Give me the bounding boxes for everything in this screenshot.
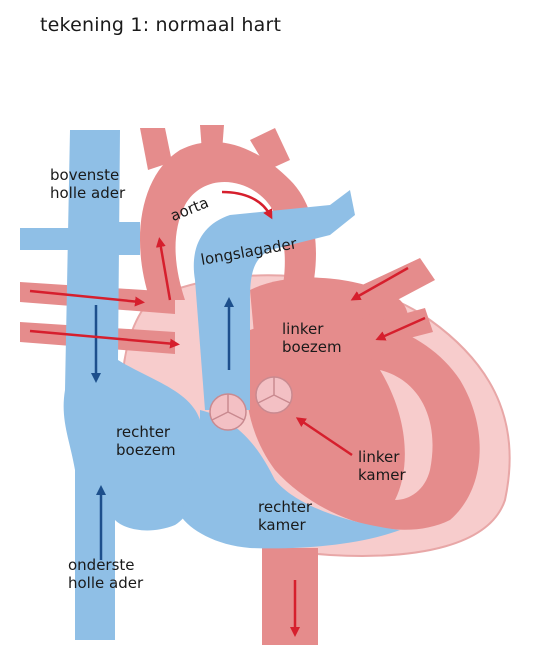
valve-icon xyxy=(255,376,293,414)
label-onderste-holle-ader: onderste holle ader xyxy=(68,556,144,592)
subclavian-vein xyxy=(20,228,75,250)
svc-right-branch xyxy=(118,222,140,255)
valve-icon xyxy=(209,393,247,431)
left-ventricle-wall xyxy=(380,370,433,500)
flow-arrow-icon xyxy=(221,190,273,220)
flow-arrow-icon xyxy=(29,329,180,349)
aorta-branch-1 xyxy=(140,128,172,170)
descending-aorta xyxy=(262,548,318,645)
right-ventricle xyxy=(180,410,400,549)
aorta-branch-3 xyxy=(250,128,290,170)
flow-arrow-icon xyxy=(29,289,145,307)
label-rechter-kamer: rechter kamer xyxy=(258,498,317,534)
diagram-title: tekening 1: normaal hart xyxy=(40,14,282,36)
aorta-branch-2 xyxy=(200,125,224,152)
label-bovenste-holle-ader: bovenste holle ader xyxy=(50,166,126,202)
label-linker-kamer: linker kamer xyxy=(358,448,406,484)
pulmonary-vein-upper-right xyxy=(330,258,435,325)
flow-arrow-icon xyxy=(295,417,353,457)
flow-arrow-icon xyxy=(375,316,426,341)
pulmonary-vein-lower-right xyxy=(345,308,433,352)
label-rechter-boezem: rechter boezem xyxy=(116,423,176,459)
vena-cava-right-atrium xyxy=(63,130,202,640)
flow-arrow-icon xyxy=(350,266,409,301)
pulmonary-artery xyxy=(193,190,355,410)
aorta-arch xyxy=(140,141,316,300)
flow-arrow-icon xyxy=(155,237,172,301)
label-linker-boezem: linker boezem xyxy=(282,320,342,356)
